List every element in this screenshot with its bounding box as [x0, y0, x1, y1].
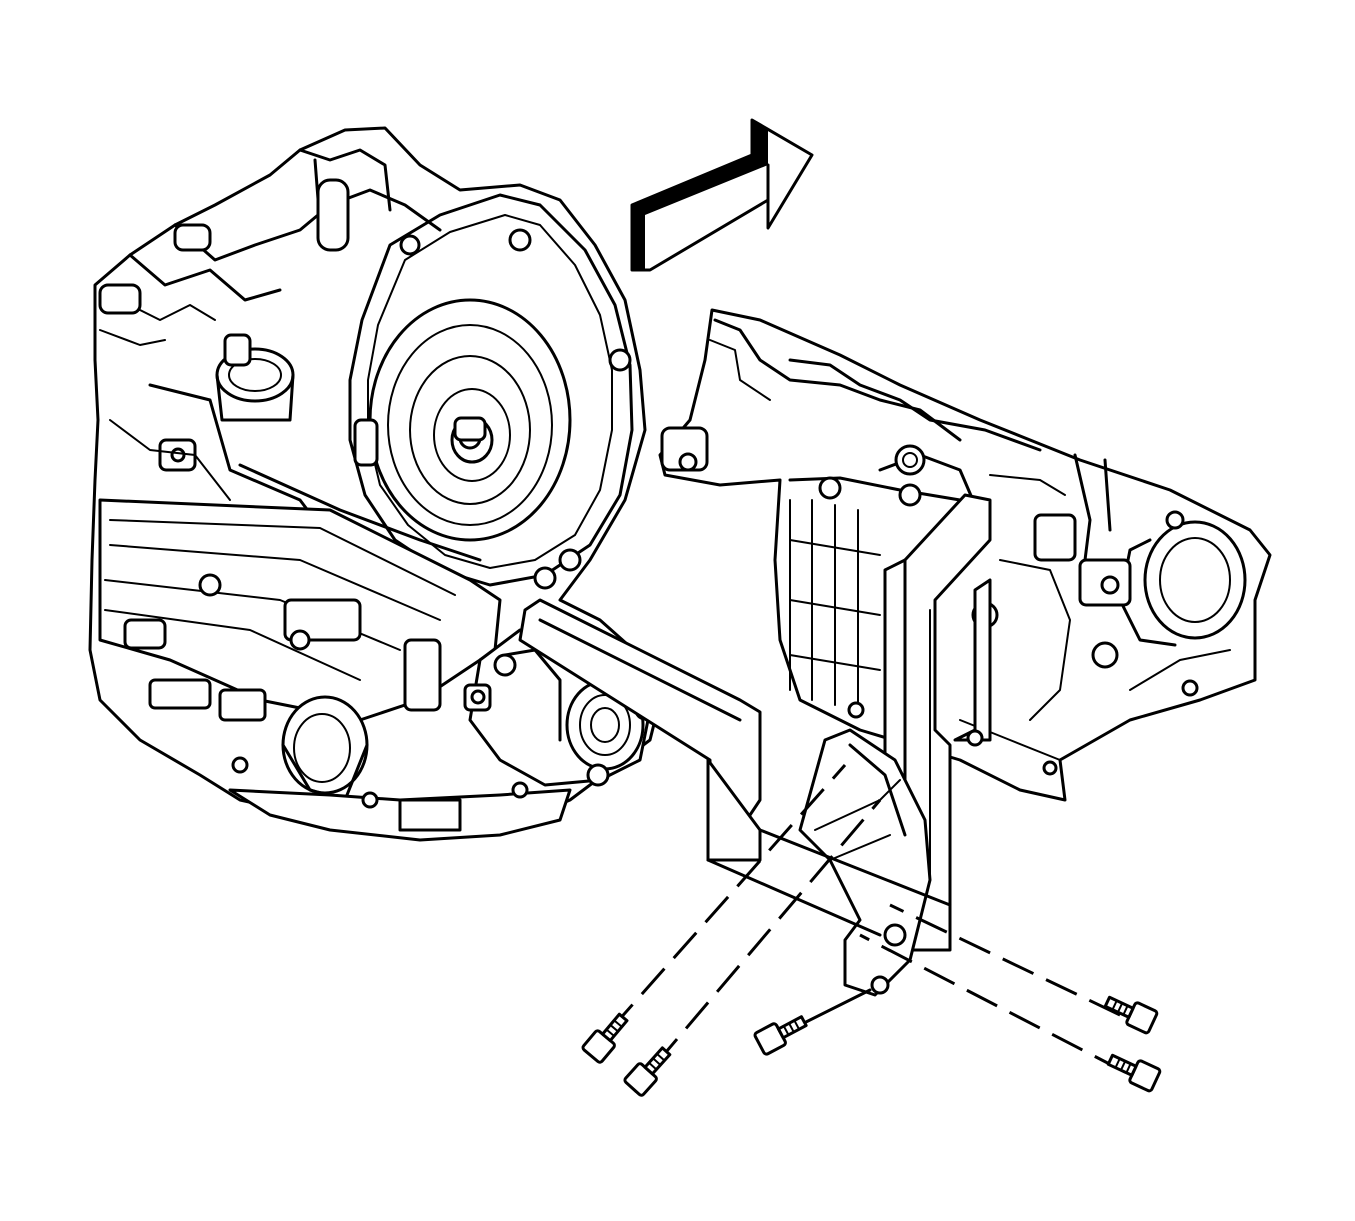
transmission-mount-bracket [518, 493, 992, 997]
bolt-3 [753, 1015, 808, 1056]
bolt-5 [1106, 1053, 1162, 1093]
bolt-1 [581, 1012, 629, 1064]
side-cover [98, 498, 502, 722]
torque-converter [368, 298, 572, 542]
transmission-assembly [88, 126, 662, 842]
bolt-4 [1103, 995, 1159, 1035]
bolt-2 [623, 1046, 672, 1097]
left-axle-seal [281, 695, 369, 802]
direction-arrow [630, 118, 814, 272]
